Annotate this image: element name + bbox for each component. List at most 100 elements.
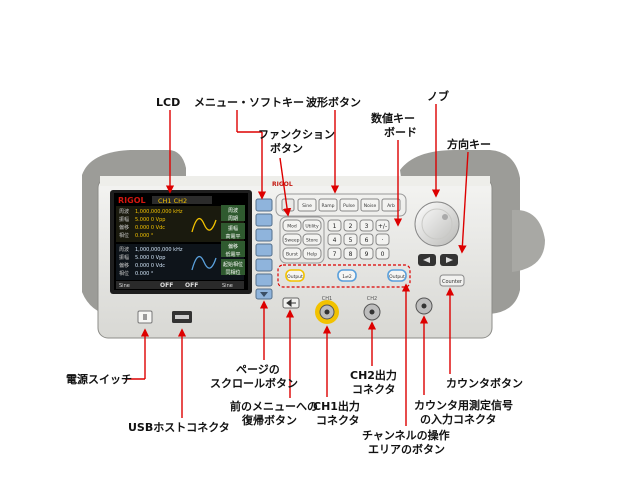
pre-button[interactable]	[281, 198, 295, 212]
param-value: 5.000 0 Vpp	[135, 255, 165, 261]
number-key[interactable]	[343, 247, 358, 260]
label-counter-input-2: の入力コネクタ	[420, 413, 497, 426]
lcd-channel-tabs: CH1 CH2	[158, 197, 187, 205]
waveform-key[interactable]	[381, 198, 401, 212]
lcd-brand: RIGOL	[118, 196, 146, 205]
right-handle	[512, 209, 545, 272]
counter-button[interactable]	[439, 274, 465, 287]
number-key[interactable]	[343, 233, 358, 246]
number-key[interactable]	[343, 219, 358, 232]
number-key-label: 3	[365, 223, 369, 230]
label-ch1-out-1: CH1出力	[313, 400, 360, 413]
function-key-label: Mod	[287, 224, 297, 230]
function-key[interactable]	[282, 233, 302, 246]
number-key-label: +/-	[378, 223, 387, 230]
output-key-label: Output	[389, 274, 405, 280]
number-key[interactable]	[359, 233, 374, 246]
number-key[interactable]	[375, 233, 390, 246]
status-off-ch1: OFF	[160, 282, 173, 289]
number-key[interactable]	[327, 233, 342, 246]
number-key[interactable]	[327, 247, 342, 260]
param-name: 振幅	[119, 216, 129, 223]
label-function-button-2: ボタン	[270, 142, 303, 155]
ch1-sine-trace	[191, 217, 217, 233]
softkey-label: 振幅	[228, 225, 238, 232]
number-key[interactable]	[375, 219, 390, 232]
waveform-key-label: Ramp	[321, 203, 334, 209]
function-key[interactable]	[302, 247, 322, 260]
menu-softkey[interactable]	[255, 258, 273, 272]
param-name: 偏移	[119, 262, 129, 269]
param-name: 偏移	[119, 224, 129, 231]
function-key-label: Utility	[305, 224, 319, 230]
softkey-label: 高電平	[225, 233, 240, 240]
waveform-key[interactable]	[297, 198, 317, 212]
param-value: 0.000 0 Vdc	[135, 263, 165, 269]
waveform-key[interactable]	[360, 198, 380, 212]
label-page-scroll-2: スクロールボタン	[210, 377, 298, 390]
label-page-scroll-1: ページの	[236, 363, 280, 376]
label-menu-softkey: メニュー・ソフトキー	[194, 96, 304, 109]
label-waveform-button: 波形ボタン	[306, 96, 361, 109]
waveform-key-label: Arb	[387, 203, 395, 209]
waveform-key-label: Pulse	[343, 203, 355, 209]
menu-softkey[interactable]	[255, 228, 273, 242]
label-usb-host: USBホストコネクタ	[128, 421, 230, 434]
menu-softkey[interactable]	[255, 213, 273, 227]
label-counter-input-1: カウンタ用測定信号	[414, 399, 513, 412]
status-right: Sine	[222, 283, 233, 289]
number-key-label: 0	[381, 251, 385, 258]
menu-softkey[interactable]	[255, 273, 273, 287]
waveform-key-label: Noise	[364, 203, 377, 209]
arrow-left-icon	[423, 257, 430, 263]
softkey-label: 周波	[228, 207, 238, 214]
output-key[interactable]	[285, 269, 305, 282]
chevron-down-icon	[260, 292, 268, 297]
softkey-label: 周期	[228, 216, 238, 222]
number-key-label: 2	[349, 223, 353, 230]
channel-area-frame	[277, 264, 411, 288]
menu-softkey[interactable]	[255, 198, 273, 212]
number-key[interactable]	[327, 219, 342, 232]
softkey-label-box	[221, 241, 245, 257]
softkey-label-box	[221, 223, 245, 239]
param-name: 相位	[119, 270, 129, 277]
number-key[interactable]	[375, 247, 390, 260]
label-return-2: 復帰ボタン	[242, 414, 297, 427]
function-key[interactable]	[282, 219, 302, 232]
waveform-key[interactable]	[318, 198, 338, 212]
function-key[interactable]	[302, 233, 322, 246]
softkey-label: 偏移	[228, 243, 238, 250]
label-return-1: 前のメニューへの	[230, 400, 318, 413]
param-name: 振幅	[119, 254, 129, 261]
function-key[interactable]	[282, 247, 302, 260]
softkey-label-box	[221, 205, 245, 221]
return-arrow-icon	[286, 299, 296, 307]
label-numeric-keypad-2: ボード	[384, 126, 417, 139]
number-key[interactable]	[359, 247, 374, 260]
brand-small: RIGOL	[272, 181, 293, 188]
status-off-ch2: OFF	[185, 282, 198, 289]
counter-button-label: Counter	[442, 279, 463, 285]
param-value: 0.000 °	[135, 271, 154, 277]
label-ch1-out-2: コネクタ	[316, 414, 360, 427]
label-function-button-1: ファンクション	[258, 128, 335, 141]
number-key-label: 7	[333, 251, 337, 258]
ch2-connector-label: CH2	[367, 296, 377, 302]
output-key[interactable]	[387, 269, 407, 282]
waveform-key[interactable]	[339, 198, 359, 212]
direction-key-arrow	[458, 151, 469, 254]
number-key[interactable]	[359, 219, 374, 232]
output-key[interactable]	[337, 269, 357, 282]
function-key[interactable]	[302, 219, 322, 232]
function-key-label: Burst	[286, 252, 298, 258]
number-key-label: 8	[349, 251, 353, 258]
menu-softkey[interactable]	[255, 243, 273, 257]
knob[interactable]	[414, 201, 460, 247]
